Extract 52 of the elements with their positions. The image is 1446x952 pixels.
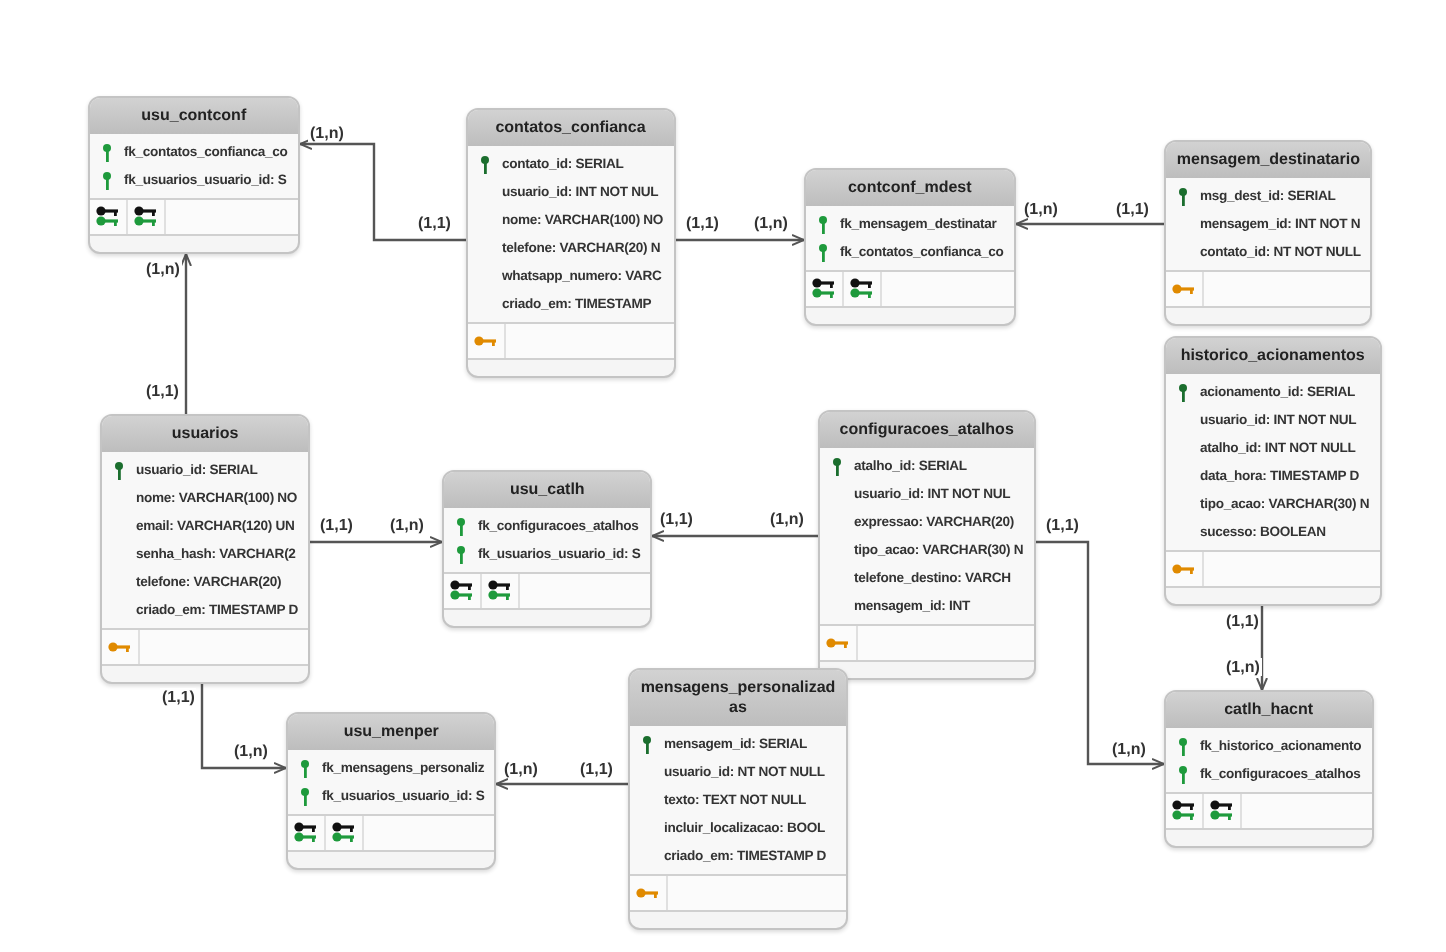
entity-table [818, 410, 1036, 680]
entity-table [88, 96, 300, 254]
cardinality-label: (1,1) [1044, 516, 1081, 534]
entity-table [1164, 140, 1373, 326]
cardinality-label: (1,n) [308, 124, 346, 142]
table-title: contatos_confianca [468, 110, 674, 146]
cardinality-label: (1,n) [768, 510, 806, 528]
cardinality-label: (1,n) [388, 516, 426, 534]
cardinality-label: (1,1) [658, 510, 695, 528]
table-title: mensagens_personalizadas [630, 670, 846, 726]
cardinality-label: (1,1) [684, 214, 721, 232]
entity-table [1164, 336, 1382, 606]
relationship-line [495, 778, 628, 790]
cardinality-label: (1,n) [1110, 740, 1148, 758]
cardinality-label: (1,1) [1114, 200, 1151, 218]
cardinality-label: (1,n) [1224, 658, 1262, 676]
relationship-line [1256, 606, 1268, 691]
cardinality-label: (1,1) [318, 516, 355, 534]
relationship-line [180, 253, 192, 414]
cardinality-label: (1,1) [1224, 612, 1261, 630]
cardinality-label: (1,1) [578, 760, 615, 778]
relationship-line [676, 234, 805, 246]
table-title: usu_menper [288, 714, 495, 750]
entity-table [628, 668, 848, 930]
relationship-line [310, 536, 443, 548]
cardinality-label: (1,1) [144, 382, 181, 400]
cardinality-label: (1,1) [416, 214, 453, 232]
table-title: usuarios [102, 416, 309, 452]
relationship-line [200, 684, 287, 774]
cardinality-label: (1,n) [502, 760, 540, 778]
entity-table [804, 168, 1016, 326]
relationship-line [299, 138, 466, 242]
relationship-line [1036, 540, 1165, 770]
entity-table [466, 108, 676, 378]
table-title: contconf_mdest [806, 170, 1014, 206]
cardinality-label: (1,n) [144, 260, 182, 278]
cardinality-label: (1,n) [1022, 200, 1060, 218]
table-title: configuracoes_atalhos [820, 412, 1034, 448]
entity-table [286, 712, 497, 870]
cardinality-label: (1,1) [160, 688, 197, 706]
table-title: mensagem_destinatario [1166, 142, 1371, 178]
cardinality-label: (1,n) [232, 742, 270, 760]
relationship-line [1015, 218, 1164, 230]
table-title: usu_catlh [444, 472, 651, 508]
relationship-line [651, 530, 818, 542]
table-title: historico_acionamentos [1166, 338, 1380, 374]
entity-table [442, 470, 653, 628]
entity-table [1164, 690, 1374, 848]
table-title: usu_contconf [90, 98, 298, 134]
table-title: catlh_hacnt [1166, 692, 1372, 728]
entity-table [100, 414, 311, 684]
cardinality-label: (1,n) [752, 214, 790, 232]
